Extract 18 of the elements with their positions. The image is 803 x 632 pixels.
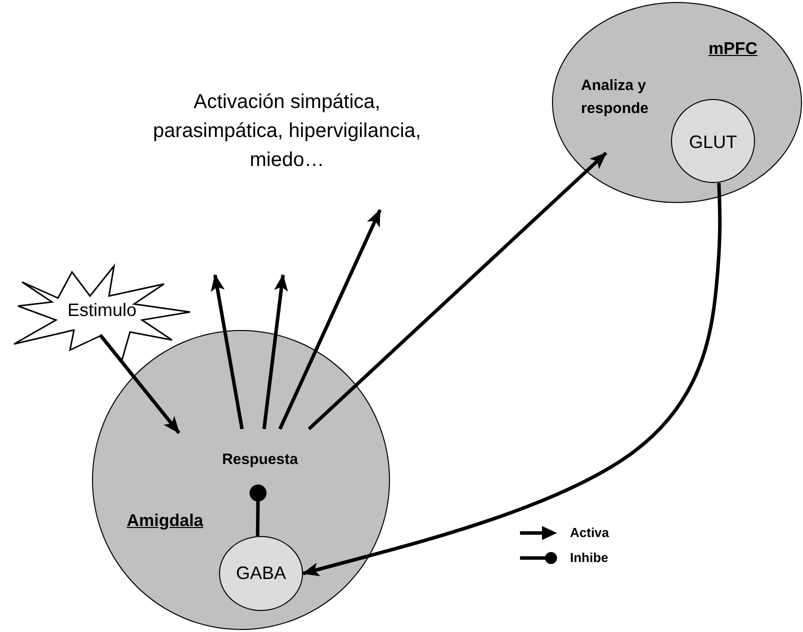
stimulus-starburst <box>12 262 192 362</box>
response-label: Respuesta <box>222 450 298 470</box>
arrow <box>278 209 382 430</box>
arrow <box>210 274 244 430</box>
neuron-label: GABA <box>234 563 288 584</box>
neuron-label: GLUT <box>688 132 738 153</box>
arrow <box>308 152 608 430</box>
function-label: Analiza y responde <box>581 76 650 118</box>
region-label: mPFC <box>707 39 759 59</box>
legend-label: Inhibe <box>570 550 608 565</box>
inhibition-line <box>250 484 267 536</box>
effects-text: Activación simpática, parasimpática, hipervigilancia, miedo… <box>152 90 422 173</box>
legend-label: Activa <box>570 525 610 540</box>
stimulus-label: Estimulo <box>66 300 138 321</box>
arrow <box>302 182 722 576</box>
region-label: Amigdala <box>126 511 204 531</box>
arrow <box>98 334 180 434</box>
arrow <box>262 274 288 430</box>
